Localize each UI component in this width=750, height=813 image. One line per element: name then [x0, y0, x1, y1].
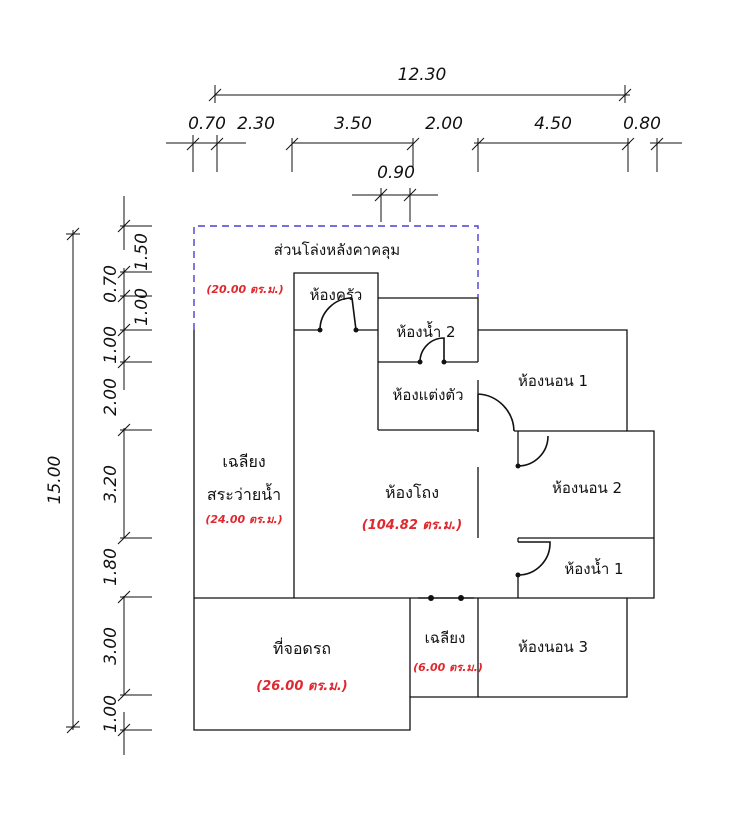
- room-labels: ส่วนโล่งหลังคาคลุม (20.00 ตร.ม.) ห้องครั…: [205, 241, 623, 694]
- dim-left-segment: 1.50: [132, 233, 152, 271]
- door-hinge: [353, 327, 359, 333]
- kitchen-name: ห้องครัว: [310, 286, 363, 304]
- bedroom-2-door: [517, 435, 549, 467]
- kitchen-door: [319, 297, 357, 331]
- dim-left-segment: 1.00: [101, 326, 121, 364]
- covered-roof-name: ส่วนโล่งหลังคาคลุม: [274, 241, 400, 260]
- bedroom-1-name: ห้องนอน 1: [518, 372, 588, 390]
- dim-door-gap: 0.90: [377, 163, 415, 183]
- door-hinge: [441, 359, 447, 365]
- pool-terrace-name: เฉลียง: [222, 452, 265, 471]
- bathroom-1-name: ห้องน้ำ 1: [564, 558, 623, 578]
- door-hinge: [428, 595, 434, 601]
- door-hinge: [458, 595, 464, 601]
- hall-area: (104.82 ตร.ม.): [362, 518, 462, 533]
- front-terrace-name: เฉลียง: [425, 629, 466, 647]
- dim-total-width: 12.30: [398, 65, 447, 85]
- dim-top-segment: 2.30: [237, 114, 275, 134]
- dim-left-segment: 1.00: [101, 695, 121, 733]
- top-dimensions: 12.30 0.70 2.30 3.50 2.00 4.50 0.80 0.90: [166, 65, 682, 222]
- dim-total-depth: 15.00: [45, 456, 65, 505]
- hall-name: ห้องโถง: [385, 483, 439, 502]
- bedroom-2-name: ห้องนอน 2: [552, 479, 622, 497]
- door-hinge: [515, 572, 521, 578]
- dim-top-segment: 0.70: [188, 114, 226, 134]
- bathroom-1-door: [517, 541, 551, 576]
- dim-top-segment: 2.00: [425, 114, 463, 134]
- dim-left-segment: 2.00: [101, 378, 121, 416]
- bathroom-2-door: [419, 337, 445, 363]
- door-hinge: [515, 463, 521, 469]
- covered-roof-area: (20.00 ตร.ม.): [206, 283, 283, 296]
- dim-left-segment: 1.00: [132, 288, 152, 326]
- pool-terrace-name-line2: สระว่ายน้ำ: [207, 483, 281, 504]
- dressing-room-name: ห้องแต่งตัว: [392, 386, 463, 404]
- dim-left-segment: 0.70: [101, 265, 121, 303]
- doors: [317, 297, 551, 601]
- pool-terrace-area: (24.00 ตร.ม.): [205, 513, 282, 526]
- dim-left-segment: 3.20: [101, 465, 121, 503]
- dim-top-segment: 3.50: [334, 114, 372, 134]
- dim-top-segment: 0.80: [623, 114, 661, 134]
- front-terrace-area: (6.00 ตร.ม.): [413, 661, 483, 674]
- bedroom-3-name: ห้องนอน 3: [518, 638, 588, 656]
- dim-left-segment: 3.00: [101, 627, 121, 665]
- bathroom-2-name: ห้องน้ำ 2: [396, 321, 455, 341]
- door-hinge: [417, 359, 423, 365]
- door-hinge: [317, 327, 323, 333]
- carport-area: (26.00 ตร.ม.): [256, 679, 347, 694]
- covered-roof-outline: [193, 225, 479, 330]
- bedroom-1-door: [477, 393, 515, 432]
- dim-top-segment: 4.50: [534, 114, 572, 134]
- walls: [193, 225, 655, 731]
- left-dimensions: 15.00 1.50 0.70 1.00 1.00 2.00 3.20 1.80…: [45, 196, 152, 755]
- carport-name: ที่จอดรถ: [273, 637, 331, 658]
- dim-left-segment: 1.80: [101, 548, 121, 586]
